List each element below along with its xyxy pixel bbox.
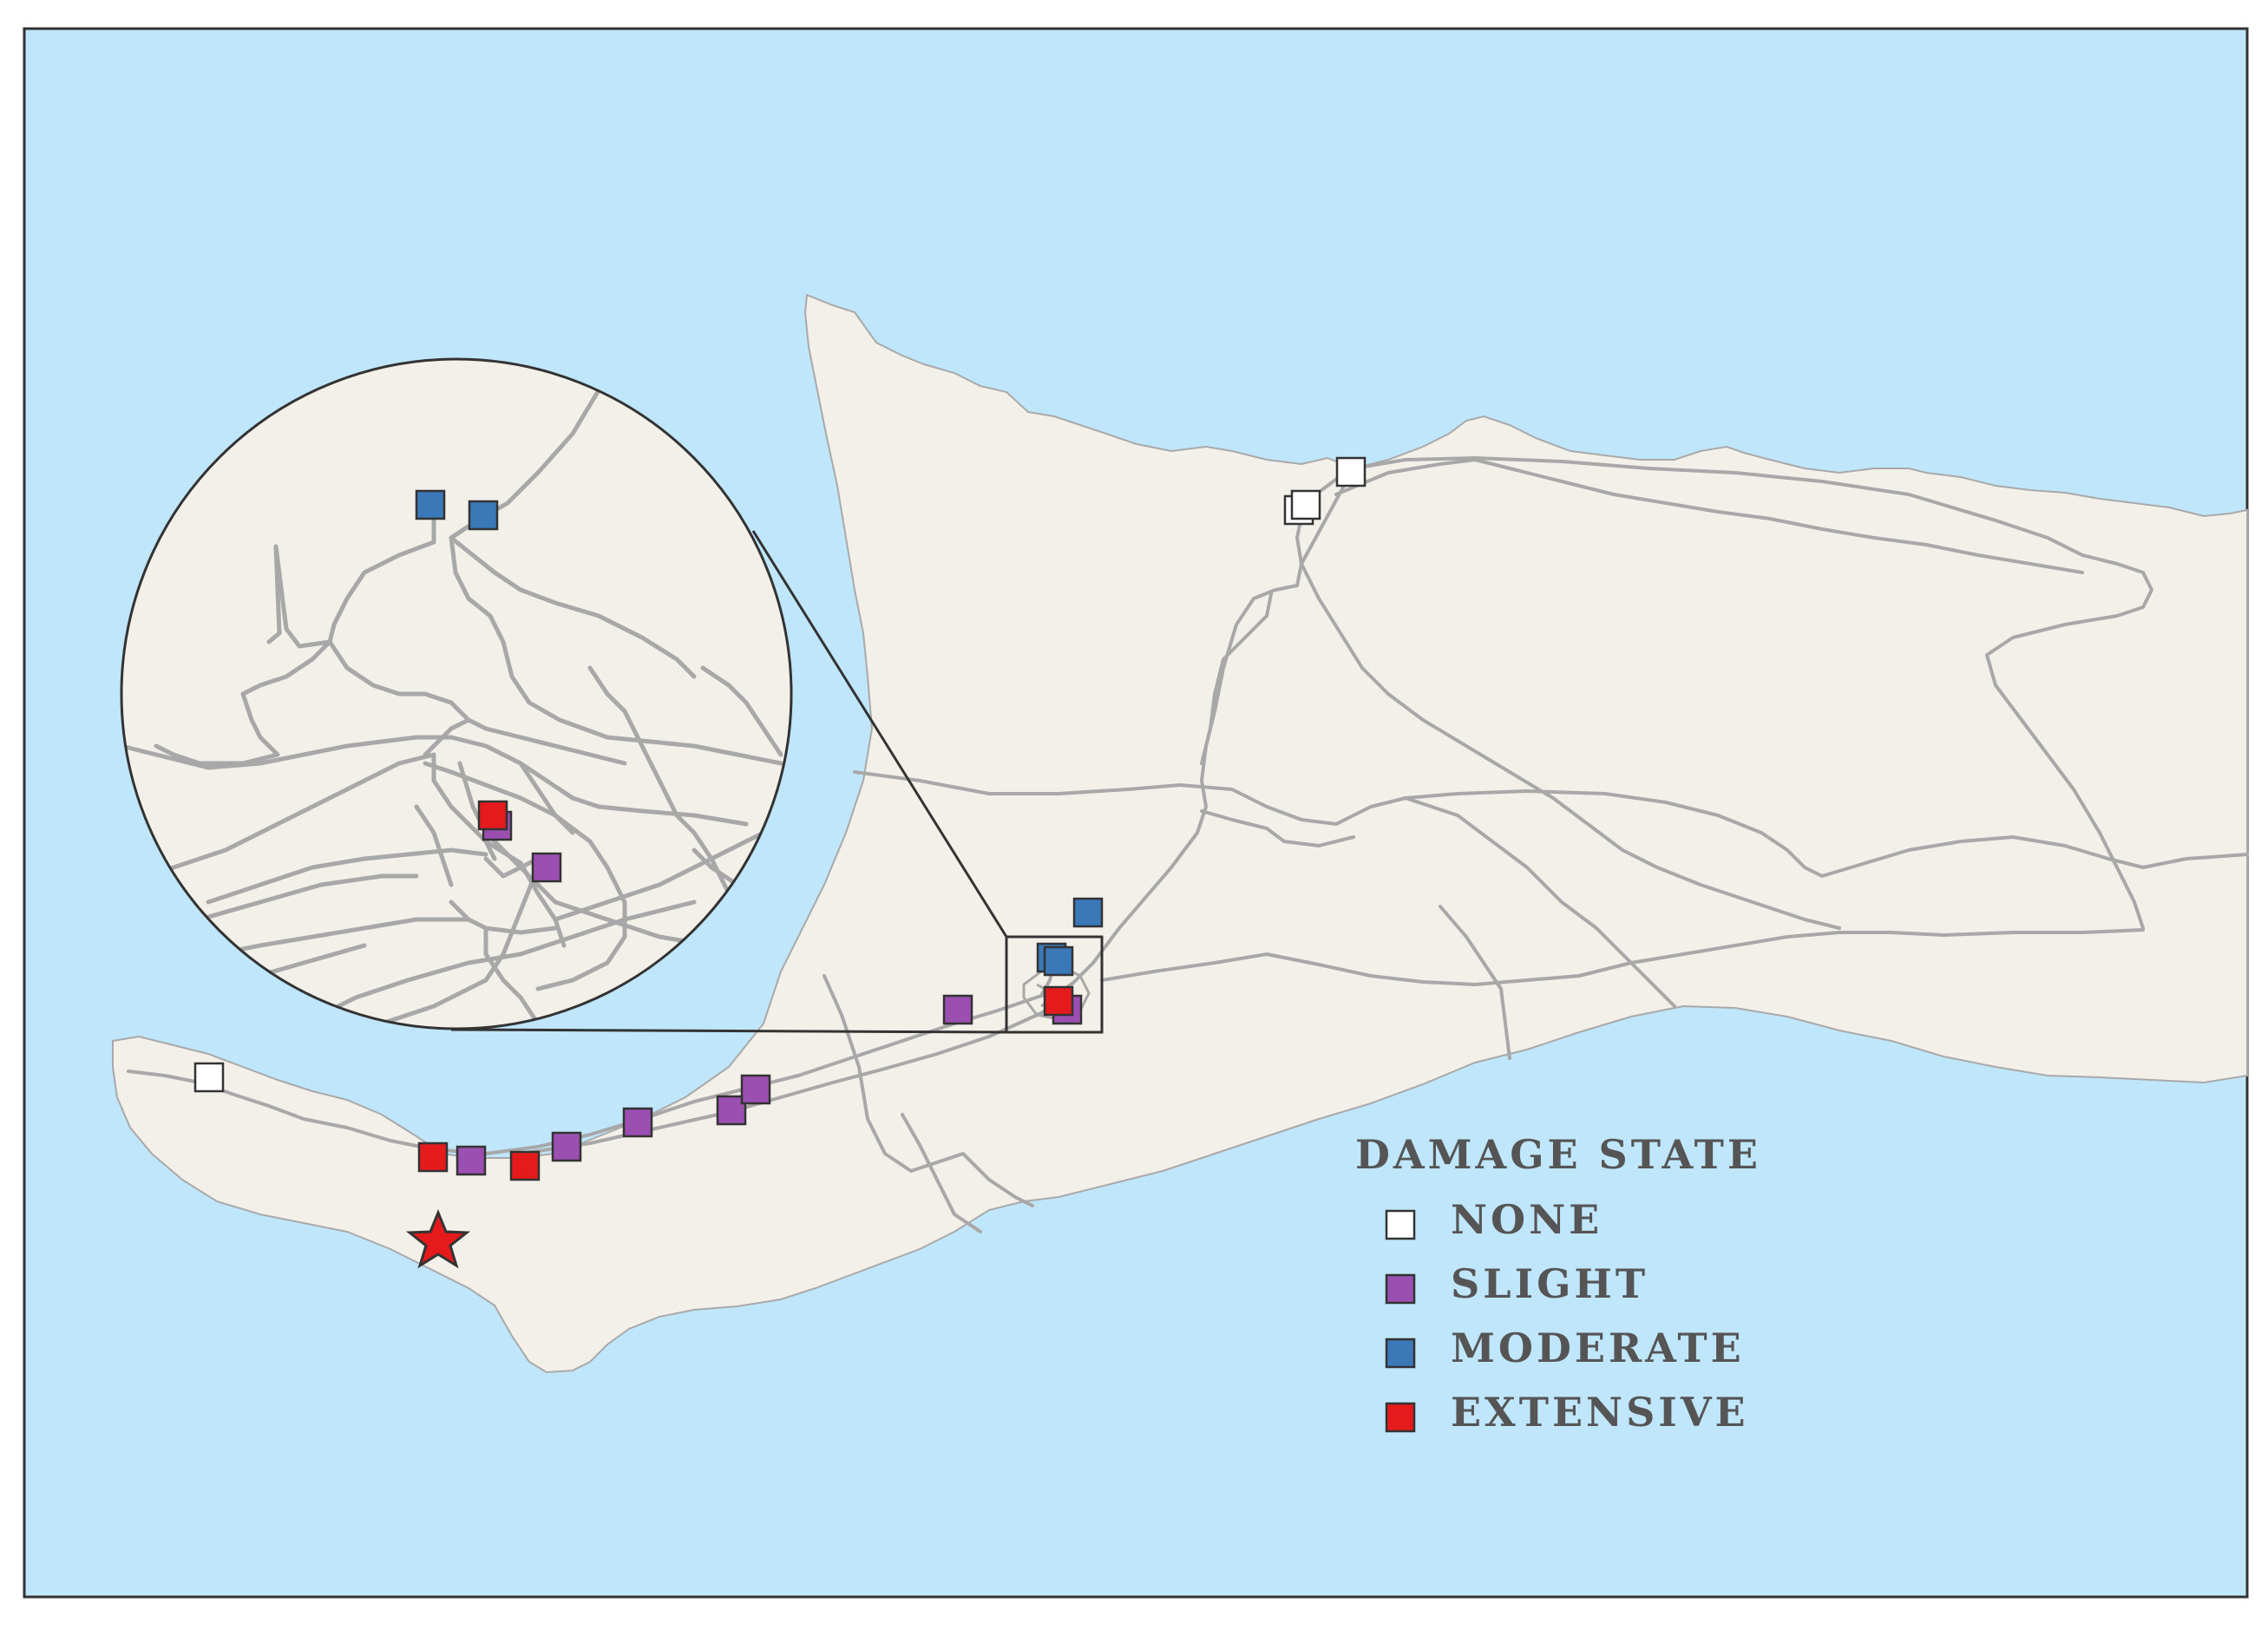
legend-label-slight: SLIGHT: [1451, 1260, 1649, 1307]
station-slight-marker: [551, 1131, 582, 1162]
station-moderate-marker: [1043, 945, 1074, 977]
station-moderate-marker: [468, 500, 499, 531]
station-extensive-marker: [417, 1142, 449, 1173]
station-none-marker: [193, 1062, 225, 1093]
station-markers: [193, 456, 1367, 1181]
station-moderate-marker: [415, 489, 446, 520]
legend-label-moderate: MODERATE: [1451, 1325, 1745, 1371]
station-none-marker: [1335, 456, 1367, 487]
zoom-connector-top: [751, 530, 1008, 938]
legend-title: DAMAGE STATE: [1355, 1131, 1761, 1178]
star-icon: [405, 1209, 471, 1269]
station-none-marker: [1290, 489, 1321, 520]
station-slight-marker: [456, 1145, 487, 1176]
legend: DAMAGE STATE NONE SLIGHT MODERATE EXTENS…: [1355, 1131, 1761, 1436]
road-network: [127, 456, 2249, 1233]
station-slight-marker: [740, 1074, 771, 1105]
station-slight-marker: [622, 1107, 653, 1138]
station-slight-marker: [942, 994, 973, 1025]
station-slight-marker: [716, 1095, 747, 1126]
zoom-connector-bottom: [450, 1028, 1007, 1034]
station-extensive-marker: [1043, 985, 1074, 1017]
legend-swatch-extensive: [1385, 1402, 1416, 1433]
legend-label-extensive: EXTENSIVE: [1451, 1389, 1749, 1436]
station-extensive-marker: [509, 1150, 541, 1181]
legend-swatch-none: [1385, 1209, 1416, 1240]
station-extensive-marker: [477, 800, 508, 831]
legend-swatch-slight: [1385, 1273, 1416, 1305]
zoom-box: [1005, 935, 1104, 1034]
station-moderate-marker: [1072, 897, 1104, 928]
station-slight-marker: [531, 852, 562, 883]
legend-swatch-moderate: [1385, 1338, 1416, 1369]
legend-label-none: NONE: [1451, 1196, 1603, 1243]
